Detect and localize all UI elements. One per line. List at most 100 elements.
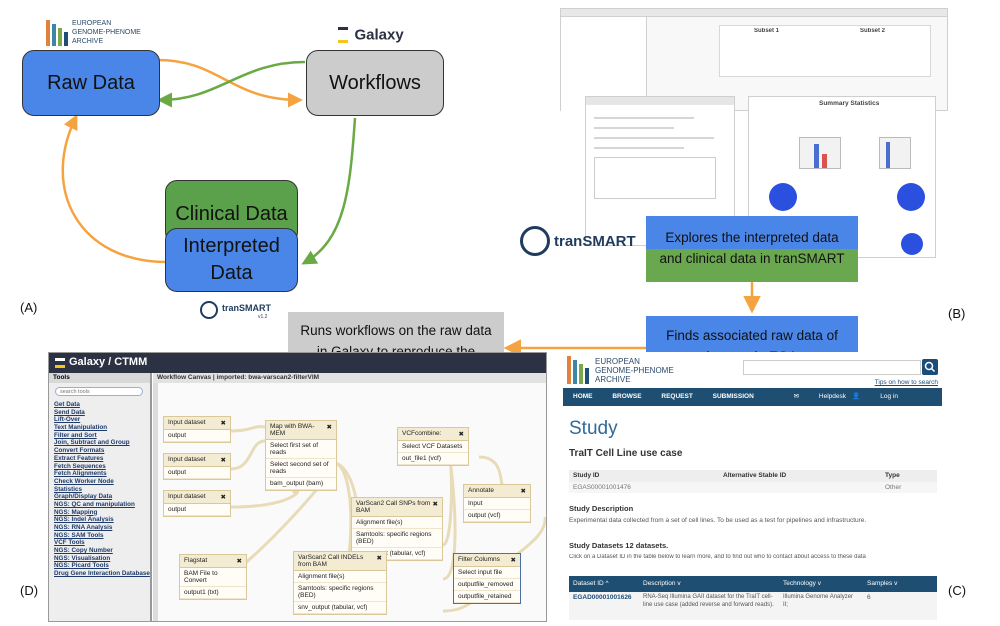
login-link[interactable]: 👤 Log in	[852, 393, 898, 400]
tool-link[interactable]: Extract Features	[54, 454, 104, 462]
ega-logo-line1: EUROPEAN	[72, 20, 112, 27]
nav-home[interactable]: HOME	[573, 393, 593, 400]
close-icon[interactable]: ✖	[220, 457, 226, 464]
ega-search-input[interactable]	[743, 360, 921, 375]
node-input-3[interactable]: Input dataset✖ output	[163, 490, 231, 517]
tool-link[interactable]: Lift-Over	[54, 416, 81, 424]
tool-link[interactable]: NGS: Picard Tools	[54, 562, 109, 570]
tool-link[interactable]: Fetch Sequences	[54, 462, 106, 470]
dataset-id-link[interactable]: EGAD00001001626	[573, 594, 632, 601]
canvas-header: Workflow Canvas | imported: bwa-varscan2…	[153, 373, 546, 383]
close-icon[interactable]: ✖	[520, 488, 526, 495]
datasets-table: Dataset ID ^ Description v Technology v …	[569, 576, 937, 620]
ega-logo-line2: GENOME-PHENOME	[72, 29, 141, 36]
ts-nav-header	[586, 97, 734, 105]
col-technology[interactable]: Technology v	[783, 580, 821, 587]
tool-link[interactable]: Graph/Display Data	[54, 493, 113, 501]
tool-link[interactable]: Drug Gene Interaction Database	[54, 570, 150, 578]
close-icon[interactable]: ✖	[236, 558, 242, 565]
helpdesk-link[interactable]: ✉ Helpdesk	[793, 393, 846, 400]
close-icon[interactable]: ✖	[326, 424, 332, 431]
search-icon[interactable]	[922, 359, 938, 375]
type-value: Other	[885, 484, 902, 491]
study-desc: Experimental data collected from a set o…	[569, 517, 867, 524]
galaxy-logo-a: Galaxy	[338, 26, 418, 46]
ega-search-tips-link[interactable]: Tips on how to search	[874, 379, 938, 386]
ts-subset-box: Subset 1 Subset 2	[719, 25, 931, 77]
tool-link[interactable]: Join, Subtract and Group	[54, 439, 130, 447]
study-id-value: EGAS00001001476	[573, 484, 631, 491]
node-bwa[interactable]: Map with BWA-MEM✖ Select first set of re…	[265, 420, 337, 491]
tool-link[interactable]: Get Data	[54, 401, 80, 408]
transmart-logo-name-b: tranSMART	[554, 233, 636, 250]
ts-pie-1	[769, 183, 797, 211]
close-icon[interactable]: ✖	[220, 494, 226, 501]
user-icon: 👤	[852, 393, 863, 400]
tool-link[interactable]: NGS: Visualisation	[54, 554, 111, 562]
explores-box: Explores the interpreted data and clinic…	[646, 216, 858, 282]
arrow-workflows-to-raw	[157, 60, 306, 108]
tool-link[interactable]: Fetch Alignments	[54, 470, 107, 478]
panel-label-d: (D)	[20, 583, 39, 598]
col-type: Type	[885, 472, 900, 479]
canvas-scrollbar[interactable]	[153, 383, 158, 621]
ega-logo-a: EUROPEAN GENOME-PHENOME ARCHIVE	[46, 20, 176, 48]
transmart-screenshot-1: Subset 1 Subset 2	[560, 8, 948, 111]
tool-link[interactable]: NGS: RNA Analysis	[54, 524, 113, 531]
node-flagstat[interactable]: Flagstat✖ BAM File to Convert output1 (t…	[179, 554, 247, 600]
sort-up-icon: ^	[605, 580, 609, 587]
ega-screenshot: EUROPEAN GENOME-PHENOME ARCHIVE Tips on …	[563, 352, 942, 622]
col-samples[interactable]: Samples v	[867, 580, 898, 587]
ts-textbox	[594, 157, 716, 199]
interpreted-data-node: Interpreted Data	[165, 228, 298, 292]
node-annotate[interactable]: Annotate✖ Input output (vcf)	[463, 484, 531, 523]
tool-link[interactable]: Send Data	[54, 408, 85, 416]
nav-request[interactable]: REQUEST	[661, 393, 693, 400]
node-filter-columns[interactable]: Filter Columns✖ Select input file output…	[453, 553, 521, 604]
table-row: EGAD00001001626 RNA-Seq Illumina GAII da…	[569, 592, 937, 620]
galaxy-screenshot: Galaxy / CTMM Tools Get Data Send Data L…	[48, 352, 547, 622]
close-icon[interactable]: ✖	[510, 557, 516, 564]
panel-label-a: (A)	[20, 300, 38, 315]
tool-link[interactable]: NGS: Copy Number	[54, 547, 113, 555]
col-dataset-id[interactable]: Dataset ID ^	[573, 580, 609, 587]
tool-link[interactable]: NGS: SAM Tools	[54, 531, 104, 539]
galaxy-icon	[55, 358, 65, 368]
node-input-2[interactable]: Input dataset✖ output	[163, 453, 231, 480]
arrow-raw-to-workflows	[157, 58, 303, 108]
tools-search-input[interactable]	[55, 387, 143, 396]
galaxy-logo-text: Galaxy	[354, 26, 404, 44]
galaxy-title: Galaxy / CTMM	[69, 356, 148, 368]
ega-navbar: HOME BROWSE REQUEST SUBMISSION ✉ Helpdes…	[563, 388, 942, 406]
tool-link[interactable]: Text Manipulation	[54, 424, 108, 432]
nav-submission[interactable]: SUBMISSION	[712, 393, 754, 400]
ts-filter-panel	[561, 17, 647, 111]
study-heading: Study	[569, 418, 618, 439]
node-vcfcombine[interactable]: VCFcombine:✖ Select VCF Datasets out_fil…	[397, 427, 469, 466]
tool-link[interactable]: NGS: QC and manipulation	[54, 500, 135, 508]
tool-link[interactable]: Check Worker Node	[54, 477, 114, 485]
col-description[interactable]: Description v	[643, 580, 681, 587]
tool-link[interactable]: Convert Formats	[54, 447, 105, 455]
ega-logo-c: EUROPEAN GENOME-PHENOME ARCHIVE	[567, 356, 717, 384]
nav-browse[interactable]: BROWSE	[612, 393, 642, 400]
close-icon[interactable]: ✖	[458, 431, 464, 438]
tool-link[interactable]: NGS: Mapping	[54, 508, 98, 516]
explores-text: Explores the interpreted data and clinic…	[659, 230, 845, 266]
close-icon[interactable]: ✖	[376, 555, 382, 562]
node-varscan-indels[interactable]: VarScan2 Call INDELs from BAM✖ Alignment…	[293, 551, 387, 615]
node-input-1[interactable]: Input dataset✖ output	[163, 416, 231, 443]
node-varscan-snps[interactable]: VarScan2 Call SNPs from BAM✖ Alignment f…	[351, 497, 443, 561]
ts-summary-title: Summary Statistics	[819, 100, 880, 107]
ega-logo-line1: EUROPEAN	[595, 357, 640, 366]
close-icon[interactable]: ✖	[220, 420, 226, 427]
tool-link[interactable]: Filter and Sort	[54, 431, 97, 439]
chevron-down-icon: v	[677, 580, 681, 587]
tool-link[interactable]: NGS: Indel Analysis	[54, 516, 114, 524]
close-icon[interactable]: ✖	[432, 501, 438, 508]
transmart-logo-a: tranSMART v1.2	[200, 300, 271, 322]
tool-link[interactable]: Statistics	[54, 485, 82, 493]
panel-label-c: (C)	[948, 583, 967, 598]
tool-link[interactable]: VCF Tools	[54, 539, 85, 547]
